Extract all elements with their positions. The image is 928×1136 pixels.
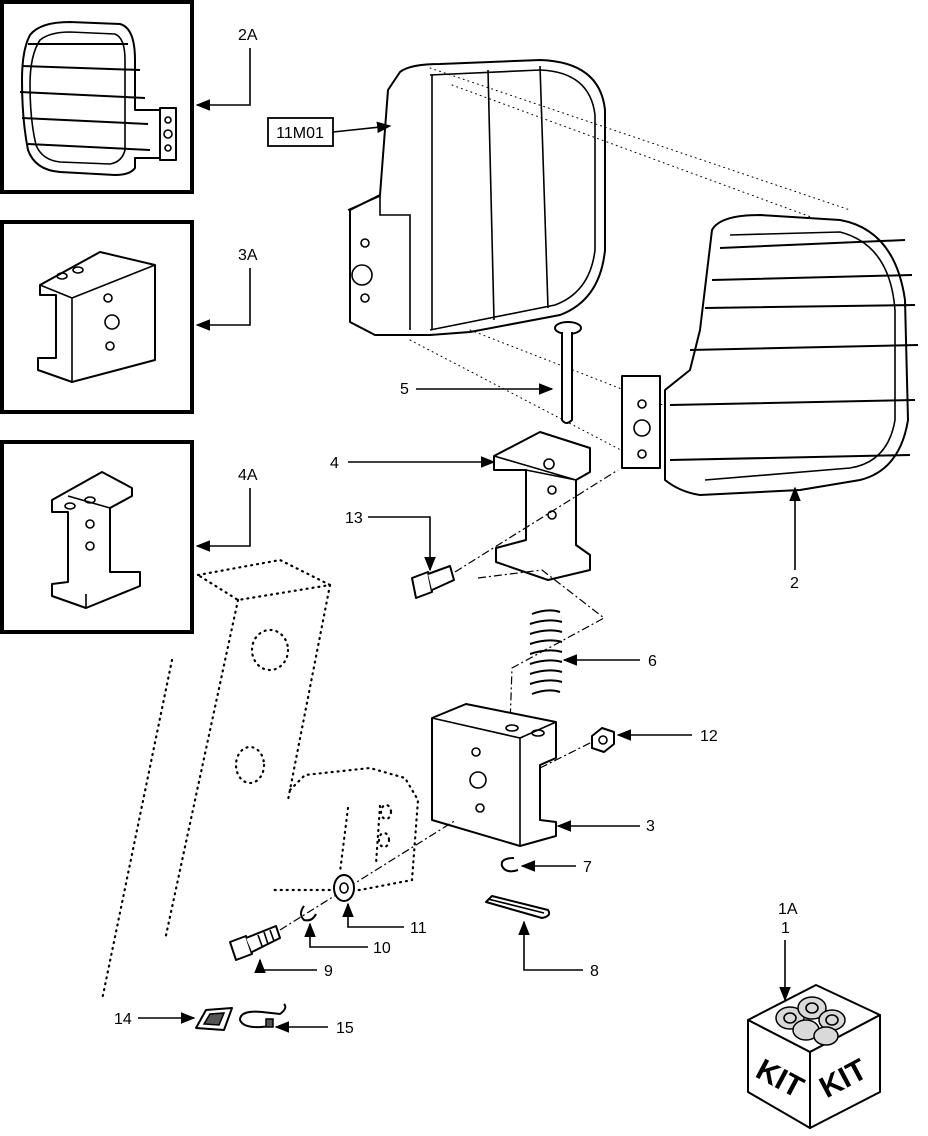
mounting-bracket-outline: [100, 558, 457, 1002]
spring-6-drawing: [477, 569, 606, 726]
label-4a: 4A: [238, 467, 258, 484]
label-6: 6: [648, 653, 657, 670]
label-10: 10: [373, 940, 391, 957]
leader-8: [518, 920, 583, 971]
label-12: 12: [700, 728, 718, 745]
plug-14-drawing: [195, 1007, 233, 1031]
cotter-pin-8-drawing: [485, 895, 551, 919]
bolt-13-drawing: [411, 469, 619, 599]
label-9: 9: [324, 963, 333, 980]
block-3-drawing: [431, 703, 557, 847]
pin-5-drawing: [554, 321, 582, 424]
label-8: 8: [590, 963, 599, 980]
clip-15-drawing: [238, 1003, 287, 1029]
ref-box-label: 11M01: [276, 125, 324, 142]
inset-3a-bracket-drawing: [37, 251, 156, 383]
label-2: 2: [790, 575, 799, 592]
nut-12-drawing: [539, 727, 615, 769]
label-3: 3: [646, 818, 655, 835]
clip-7-drawing: [500, 857, 519, 873]
label-5: 5: [400, 381, 409, 398]
label-4: 4: [330, 455, 339, 472]
label-11: 11: [410, 920, 427, 937]
inset-4a-bracket-drawing: [51, 471, 141, 609]
label-1a: 1A: [778, 901, 798, 918]
leader-11: [342, 902, 404, 928]
label-15: 15: [336, 1020, 354, 1037]
wire-guard-drawing: [621, 214, 919, 496]
leader-2a: [195, 48, 251, 111]
leader-13: [368, 516, 436, 572]
solid-shield-drawing: [347, 59, 861, 471]
label-7: 7: [583, 859, 592, 876]
bolt-9-drawing: [229, 925, 281, 961]
label-14: 14: [114, 1011, 132, 1028]
leader-4a: [195, 488, 251, 552]
ref-box-11m01: 11M01: [267, 117, 334, 147]
leader-10: [304, 922, 368, 948]
label-1: 1: [781, 920, 790, 937]
leader-3a: [195, 268, 251, 331]
kit-box-parts: [775, 996, 846, 1046]
leader-11m01: [332, 121, 392, 134]
label-13: 13: [345, 510, 363, 527]
bracket-4-drawing: [493, 431, 591, 581]
kit-box-drawing: KIT KIT: [747, 984, 881, 1129]
lock-washer-10-drawing: [300, 905, 317, 922]
leader-9: [254, 958, 317, 973]
inset-2a-guard-drawing: [19, 21, 177, 176]
flat-washer-11-drawing: [333, 874, 355, 902]
label-2a: 2A: [238, 27, 258, 44]
label-3a: 3A: [238, 247, 258, 264]
